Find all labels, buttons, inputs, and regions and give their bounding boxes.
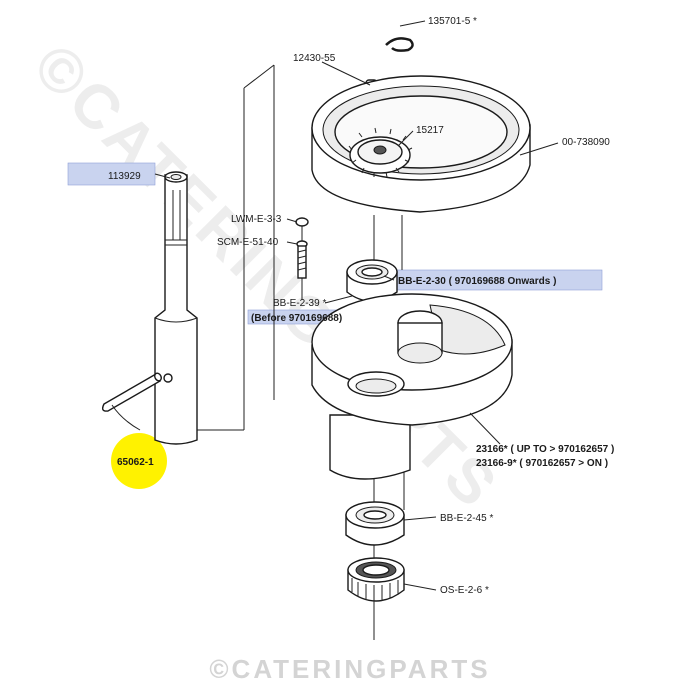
- pin-65062-1: [101, 372, 162, 412]
- label-23166-9: 23166-9* ( 970162657 > ON ): [476, 458, 608, 469]
- shaft-113929: [154, 171, 198, 445]
- washer-lwm-e-3-3: [295, 217, 309, 227]
- label-00-738090: 00-738090: [562, 137, 610, 148]
- label-bb-e-2-39: BB-E-2-39 *: [273, 298, 326, 309]
- label-bb-e-2-30: BB-E-2-30 ( 970169688 Onwards ): [398, 276, 556, 287]
- label-before-970169688: (Before 970169688): [251, 313, 342, 324]
- label-12430-55: 12430-55: [293, 53, 336, 64]
- bearing-bb-e-2-30: [346, 259, 398, 302]
- bearing-bb-e-2-45: [345, 501, 405, 546]
- label-scm-e-51-40: SCM-E-51-40: [217, 237, 279, 248]
- circlip-135701-5: [385, 37, 414, 52]
- label-os-e-2-6: OS-E-2-6 *: [440, 585, 489, 596]
- label-bb-e-2-45: BB-E-2-45 *: [440, 513, 493, 524]
- housing-23166: [311, 293, 513, 480]
- label-23166: 23166* ( UP TO > 970162657 ): [476, 444, 614, 455]
- clutch-os-e-2-6: [347, 557, 405, 602]
- label-113929: 113929: [108, 171, 141, 182]
- watermark-footer: ©CATERINGPARTS: [209, 654, 490, 684]
- label-65062-1: 65062-1: [117, 457, 154, 468]
- label-lwm-e-3-3: LWM-E-3-3: [231, 214, 282, 225]
- gear-15217: [348, 127, 413, 178]
- cover-00-738090: [311, 75, 531, 213]
- label-15217: 15217: [416, 125, 444, 136]
- highlight-65062: [111, 433, 167, 489]
- screw-scm-e-51-40: [296, 240, 308, 279]
- part-labels: 135701-5 * 12430-55 15217 00-738090 1139…: [108, 16, 614, 596]
- leader-lines: [111, 20, 559, 591]
- label-135701-5: 135701-5 *: [428, 16, 477, 27]
